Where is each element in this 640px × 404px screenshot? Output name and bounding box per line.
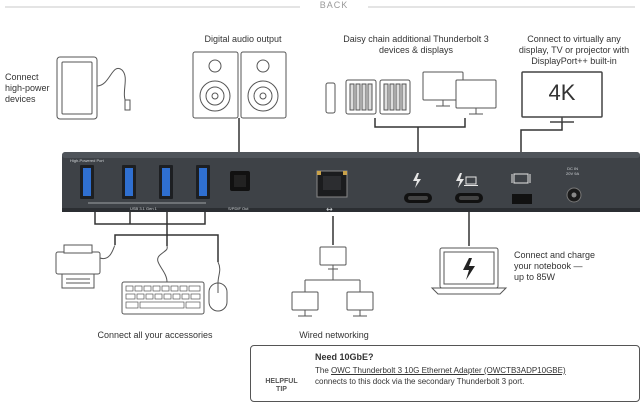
helpful-tip-content: Need 10GbE? The OWC Thunderbolt 3 10G Et… bbox=[315, 352, 635, 387]
tablet-illustration bbox=[56, 56, 131, 120]
callout-high-power: Connect high-power devices bbox=[5, 72, 50, 104]
usb-bracket bbox=[94, 212, 219, 262]
speakers-illustration bbox=[192, 51, 287, 119]
usb-ports bbox=[80, 165, 210, 204]
ethernet-port bbox=[316, 170, 348, 198]
thunderbolt-ports bbox=[404, 173, 483, 203]
dock-label-dc-in: DC IN 20V 9A bbox=[566, 166, 580, 176]
callout-notebook: Connect and charge your notebook — up to… bbox=[514, 250, 596, 282]
dock-label-high-powered: High-Powered Port bbox=[70, 158, 104, 163]
helpful-tip-suffix: connects to this dock via the secondary … bbox=[315, 377, 525, 386]
helpful-tip-link[interactable]: OWC Thunderbolt 3 10G Ethernet Adapter (… bbox=[331, 366, 566, 375]
networking-illustration bbox=[291, 246, 374, 317]
page-title: BACK bbox=[300, 0, 368, 10]
callout-digital-audio: Digital audio output bbox=[204, 34, 282, 44]
callout-display: Connect to virtually any display, TV or … bbox=[518, 34, 630, 66]
monitor-4k-text: 4K bbox=[548, 80, 576, 105]
helpful-tip-heading: Need 10GbE? bbox=[315, 352, 374, 362]
mouse-illustration bbox=[208, 261, 228, 312]
keyboard-illustration bbox=[121, 245, 205, 315]
spdif-port bbox=[230, 171, 250, 191]
mini-displayport bbox=[511, 173, 532, 204]
dock-label-spdif: S/PDIF Out bbox=[228, 206, 249, 211]
daisy-chain-bracket bbox=[374, 118, 466, 128]
helpful-tip-badge: HELPFUL TIP bbox=[265, 378, 298, 393]
display-connector-line bbox=[520, 122, 563, 170]
ethernet-symbol: ↔ bbox=[326, 205, 333, 214]
helpful-tip-box: HELPFUL TIP Need 10GbE? The OWC Thunderb… bbox=[250, 345, 640, 402]
callout-wired-networking: Wired networking bbox=[299, 330, 369, 340]
callout-accessories: Connect all your accessories bbox=[97, 330, 213, 340]
printer-illustration bbox=[55, 244, 116, 289]
dock-label-usb: USB 3.1 Gen 1 bbox=[130, 206, 157, 211]
dc-in-port bbox=[566, 187, 582, 203]
callout-daisy-chain: Daisy chain additional Thunderbolt 3 dev… bbox=[343, 34, 489, 55]
daisy-chain-illustration bbox=[325, 71, 497, 115]
notebook-illustration bbox=[430, 247, 508, 295]
helpful-tip-prefix: The bbox=[315, 366, 332, 375]
